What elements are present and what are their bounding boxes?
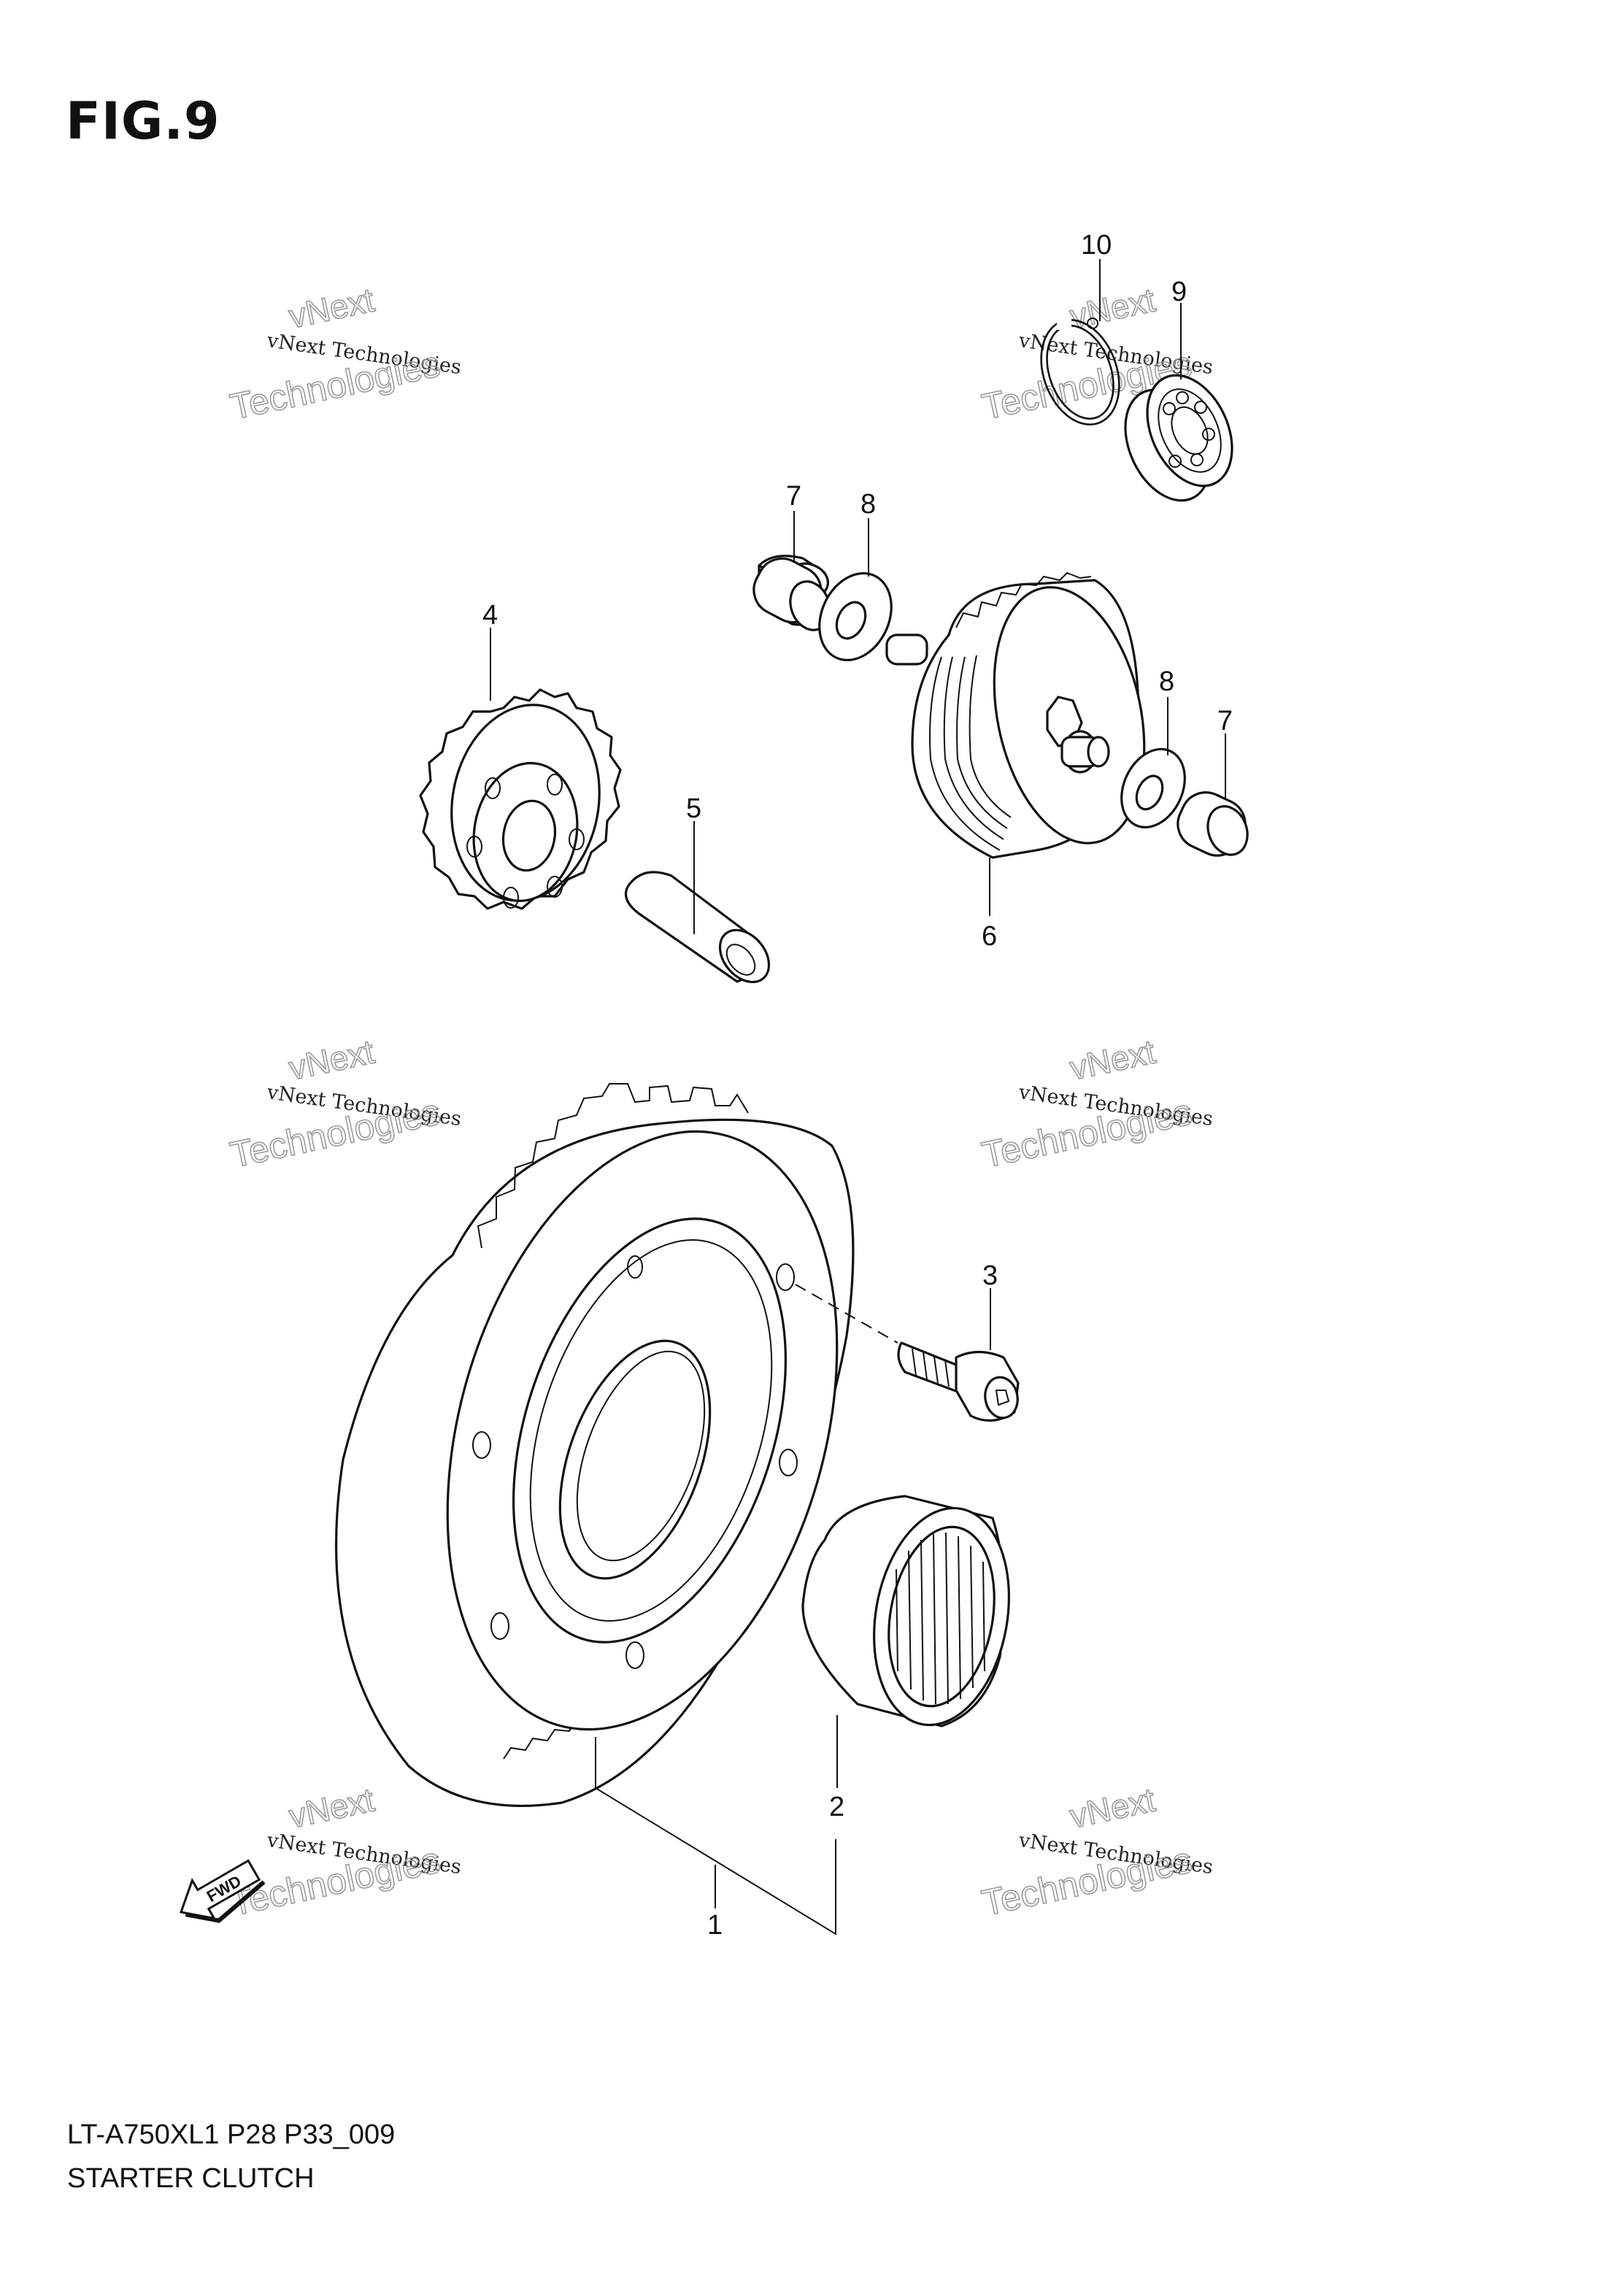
- bolt-alignment-line: [795, 1284, 898, 1344]
- part-10-circlip: [1040, 317, 1120, 425]
- part-2-one-way-clutch: [801, 1495, 1010, 1727]
- part-7-sleeve-lower: [1177, 791, 1249, 857]
- part-8-washer-upper: [818, 571, 893, 662]
- watermark-bottom-right: vNext vNext Technologies Technologies: [978, 1780, 1214, 1925]
- part-3-bolt: [897, 1341, 1020, 1422]
- watermark-middle-right: vNext vNext Technologies Technologies: [978, 1032, 1214, 1176]
- part-8-washer-lower: [1120, 747, 1186, 829]
- callout-leaders: [490, 259, 1226, 1935]
- callout-8-upper: 8: [860, 489, 876, 520]
- figure-title: FIG.9: [66, 91, 220, 151]
- callout-4: 4: [482, 600, 498, 631]
- part-1-starter-clutch-gear: [334, 1083, 855, 1807]
- part-4-gear: [419, 688, 622, 910]
- part-6-gear-teeth: [929, 571, 1092, 851]
- callout-6: 6: [982, 921, 997, 952]
- callout-2: 2: [829, 1792, 844, 1822]
- callout-numbers: 10 9 7 8 4 5 8 7 6 3 2 1: [482, 230, 1233, 1941]
- part-2-rollers: [896, 1532, 985, 1705]
- callout-7-upper: 7: [786, 481, 801, 512]
- part-6-idler-gear-assembly: [885, 571, 1146, 859]
- svg-text:vNext: vNext: [285, 280, 377, 335]
- callout-9: 9: [1171, 277, 1187, 307]
- part-5-shaft: [624, 871, 771, 984]
- callout-10: 10: [1081, 230, 1112, 261]
- footer-section-name: STARTER CLUTCH: [67, 2163, 315, 2194]
- callout-5: 5: [686, 793, 701, 824]
- watermark-top-left: vNext vNext Technologies Technologies: [226, 280, 463, 428]
- watermark-middle-left: vNext vNext Technologies Technologies: [226, 1032, 463, 1176]
- callout-7-lower: 7: [1217, 706, 1233, 736]
- svg-text:vNext: vNext: [285, 1032, 377, 1087]
- callout-8-lower: 8: [1159, 666, 1174, 697]
- part-9-bearing: [1124, 374, 1233, 502]
- footer-model-code: LT-A750XL1 P28 P33_009: [67, 2119, 396, 2150]
- callout-1: 1: [707, 1910, 723, 1941]
- watermark-bottom-left: vNext vNext Technologies Technologies: [226, 1780, 463, 1925]
- svg-text:vNext: vNext: [1066, 1032, 1158, 1087]
- svg-text:vNext: vNext: [285, 1780, 377, 1835]
- svg-text:vNext: vNext: [1066, 1780, 1158, 1835]
- callout-3: 3: [982, 1260, 998, 1291]
- fwd-direction-arrow: FWD: [180, 1859, 266, 1923]
